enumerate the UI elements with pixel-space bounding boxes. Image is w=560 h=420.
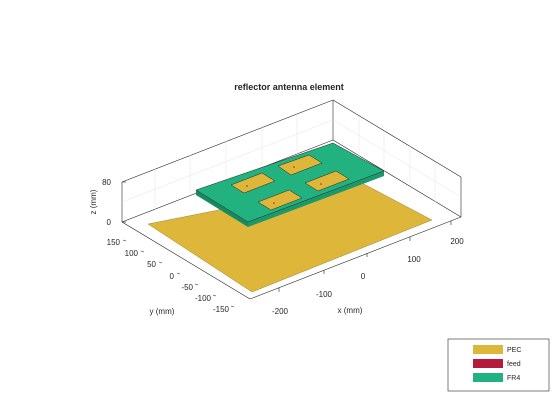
z-axis: 80 0 z (mm) — [89, 178, 126, 227]
legend: PEC feed FR4 — [447, 338, 550, 392]
legend-swatch-fr4 — [473, 373, 503, 382]
x-tick-label: -100 — [316, 290, 333, 299]
x-tick-label: -200 — [272, 307, 289, 316]
x-tick-label: 0 — [361, 272, 366, 281]
legend-swatch-pec — [473, 345, 503, 354]
patch-4 — [304, 170, 350, 192]
legend-label-pec: PEC — [507, 347, 521, 354]
patch-1 — [230, 172, 276, 194]
y-tick-label: 50 — [147, 260, 156, 269]
legend-label-fr4: FR4 — [507, 375, 520, 382]
figure-title: reflector antenna element — [234, 82, 344, 92]
y-axis: 150 100 50 0 -50 -100 -150 y (mm) — [107, 238, 235, 316]
feed-point — [273, 202, 275, 204]
z-tick-label: 0 — [107, 218, 112, 227]
legend-label-feed: feed — [507, 361, 521, 368]
y-tick-label: -150 — [213, 305, 230, 314]
patch-3 — [257, 189, 303, 211]
x-tick-label: 100 — [407, 255, 421, 264]
y-tick-label: -50 — [181, 283, 193, 292]
y-tick-label: 0 — [170, 272, 175, 281]
z-tick-label: 80 — [102, 178, 111, 187]
legend-swatch-feed — [473, 359, 503, 368]
x-axis-label: x (mm) — [338, 306, 363, 315]
feed-point — [246, 185, 248, 187]
x-axis: -200 -100 0 100 200 x (mm) — [272, 221, 464, 316]
feed-point — [293, 166, 295, 168]
y-tick-label: -100 — [195, 294, 212, 303]
y-axis-label: y (mm) — [150, 307, 175, 316]
x-tick-label: 200 — [450, 237, 464, 246]
fr4-substrate — [195, 142, 385, 227]
y-tick-label: 150 — [107, 238, 121, 247]
patch-elements — [230, 154, 350, 211]
patch-2 — [277, 154, 323, 176]
z-axis-label: z (mm) — [89, 189, 98, 214]
grid — [121, 114, 462, 209]
feed-point — [320, 183, 322, 185]
y-tick-label: 100 — [125, 249, 139, 258]
